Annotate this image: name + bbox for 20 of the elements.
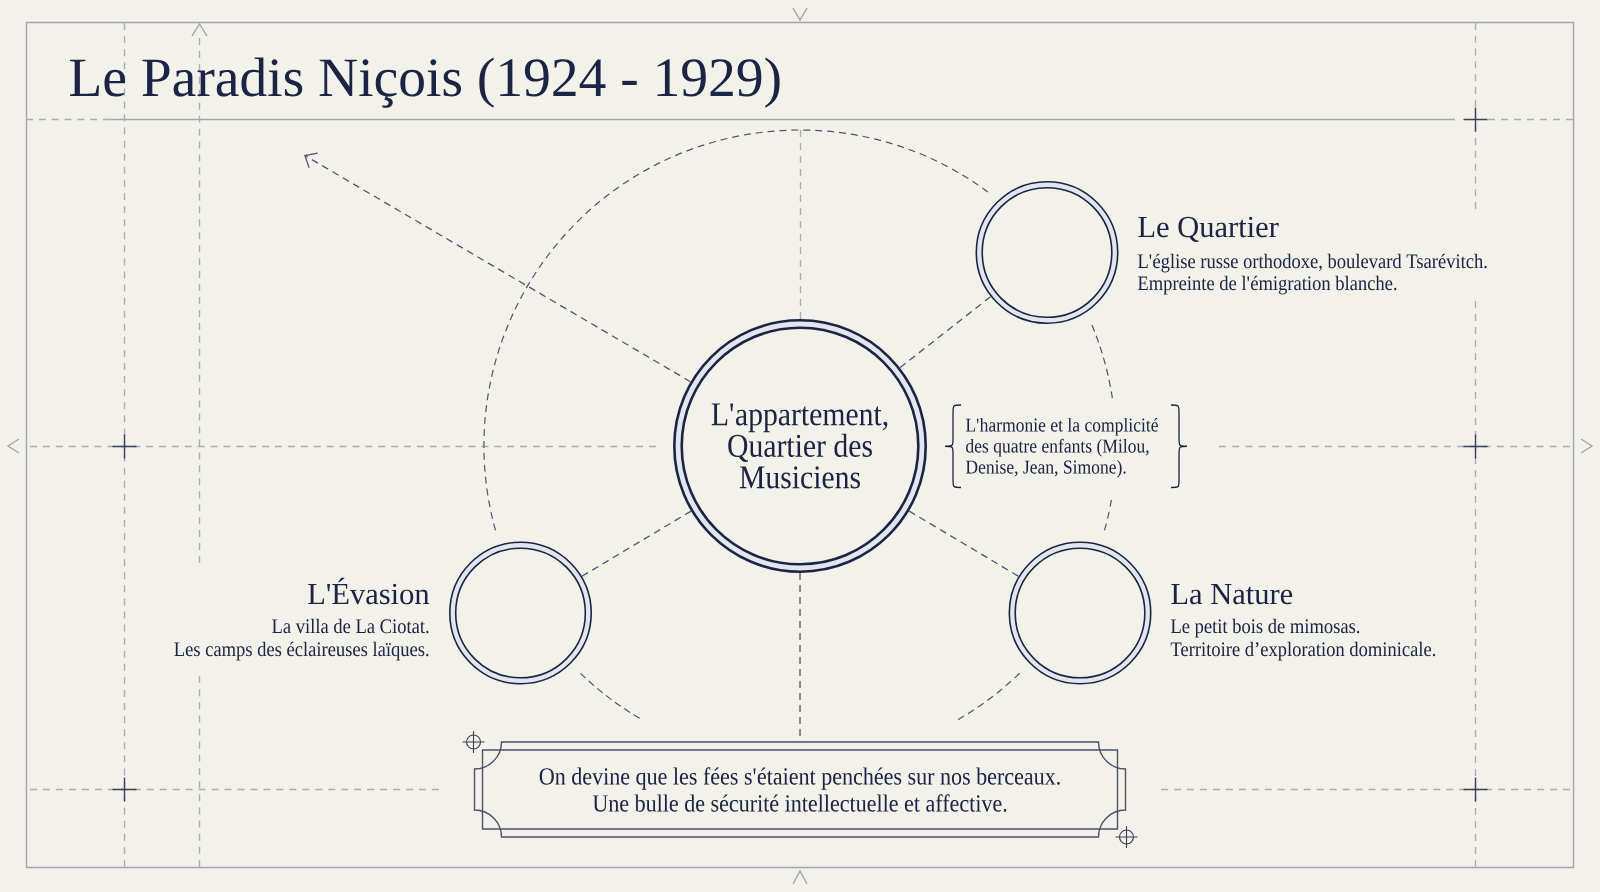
ring-circle xyxy=(1008,541,1152,685)
description: Le petit bois de mimosas. xyxy=(1170,618,1360,638)
ring-circle xyxy=(449,541,592,685)
title: Le Paradis Niçois (1924 - 1929) xyxy=(70,57,780,108)
quote-frame: On devine que les fées s'étaient penchées sur nos berceaux. Une bulle de sécurité intellectuelle et affective. xyxy=(473,741,1127,838)
description: Territoire d’exploration dominicale. xyxy=(1170,641,1436,661)
ring-circle xyxy=(975,181,1119,324)
note-text: L'harmonie et la complicité des quatre enfants (Milou, Denise, Jean, Simone). xyxy=(965,417,1158,478)
heading: L'Évasion xyxy=(308,577,430,605)
connector-line xyxy=(899,295,992,369)
description: Empreinte de l'émigration blanche. xyxy=(1137,275,1397,295)
heading: Le Quartier xyxy=(1138,216,1279,242)
description: La villa de La Ciotat. xyxy=(272,618,429,634)
description: Les camps des éclaireuses laïques. xyxy=(174,641,429,661)
connector-line xyxy=(581,510,692,577)
heading: La Nature xyxy=(1171,584,1293,605)
description: L'église russe orthodoxe, boulevard Tsarévitch. xyxy=(1137,253,1487,273)
connector-line xyxy=(908,510,1020,577)
connector-line xyxy=(799,572,801,743)
arrow xyxy=(304,152,692,383)
